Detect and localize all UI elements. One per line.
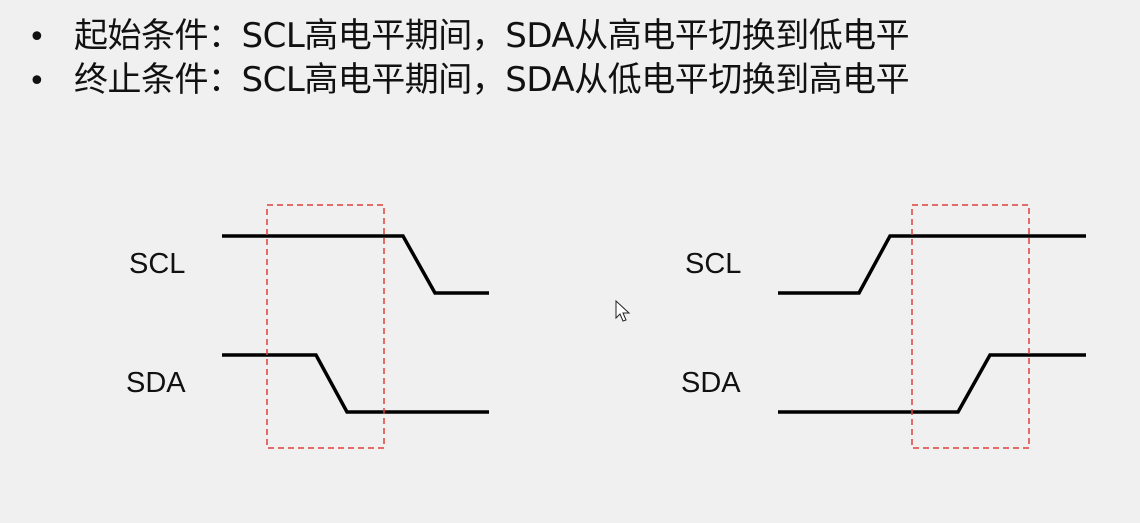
stop-condition-diagram: SCL SDA bbox=[681, 204, 1086, 449]
bullet-start-condition: • 起始条件：SCL高电平期间，SDA从高电平切换到低电平 bbox=[28, 14, 910, 60]
bullet-label: 终止条件 bbox=[74, 60, 209, 100]
bullet-text: SCL高电平期间，SDA从低电平切换到高电平 bbox=[241, 60, 910, 100]
scl-waveform bbox=[222, 234, 489, 295]
bullet-icon: • bbox=[28, 64, 46, 99]
bullet-icon: • bbox=[28, 20, 46, 55]
bullet-sep: ： bbox=[208, 16, 242, 56]
start-condition-diagram: SCL SDA bbox=[126, 204, 489, 449]
bullet-label: 起始条件 bbox=[74, 16, 209, 56]
bullet-text: SCL高电平期间，SDA从高电平切换到低电平 bbox=[241, 16, 910, 56]
mouse-cursor-icon bbox=[615, 299, 631, 322]
bullet-stop-condition: • 终止条件：SCL高电平期间，SDA从低电平切换到高电平 bbox=[28, 58, 910, 104]
sda-label: SDA bbox=[681, 367, 741, 399]
bullet-sep: ： bbox=[208, 60, 242, 100]
sda-label: SDA bbox=[126, 367, 186, 399]
sda-waveform bbox=[222, 353, 489, 414]
scl-label: SCL bbox=[129, 248, 185, 280]
sda-waveform bbox=[778, 353, 1086, 414]
scl-label: SCL bbox=[685, 248, 741, 280]
scl-waveform bbox=[778, 234, 1086, 295]
